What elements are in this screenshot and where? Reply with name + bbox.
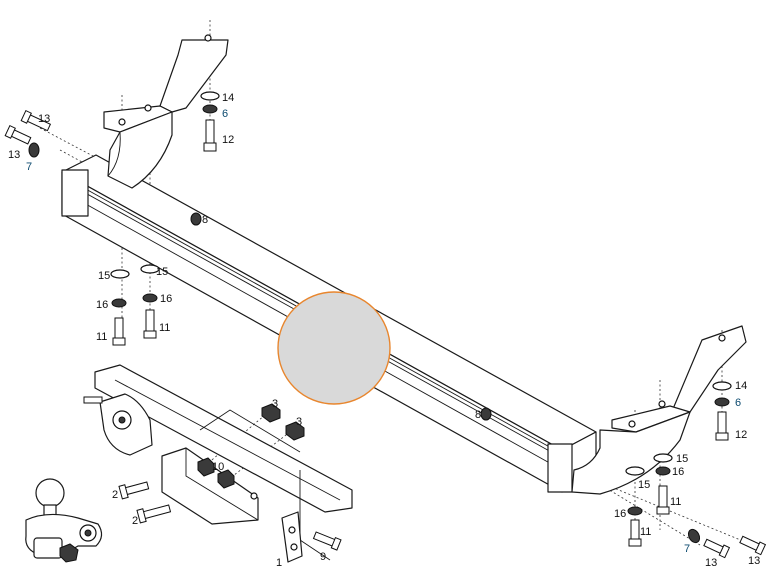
- lower-detail-assembly: [25, 364, 353, 563]
- label-16-a: 16: [96, 299, 108, 311]
- label-8-right: 8: [475, 409, 481, 421]
- label-6-right: 6: [735, 397, 741, 409]
- label-15-d: 15: [638, 479, 650, 491]
- label-7-right: 7: [684, 543, 690, 555]
- label-16-c: 16: [672, 466, 684, 478]
- washer-16-right-a: [655, 466, 671, 476]
- label-9: 9: [320, 551, 326, 563]
- bolt-12-top: [205, 119, 215, 147]
- left-hardware: [4, 91, 220, 346]
- label-13-top: 13: [38, 113, 50, 125]
- nut-3-b: [285, 421, 305, 441]
- nut-8-right: [480, 407, 492, 421]
- bolt-11-left-a: [114, 317, 124, 341]
- label-14-right: 14: [735, 380, 747, 392]
- label-13-right-b: 13: [748, 555, 760, 567]
- label-13-right-a: 13: [705, 557, 717, 569]
- bolt-12-right: [717, 411, 727, 437]
- bracket-1: [281, 511, 303, 563]
- part-number-labels: 13 13 7 14 6 12 8 15 15 16 16 11 11 3 3 …: [8, 92, 760, 569]
- washer-15-right-b: [625, 466, 645, 476]
- bolt-11-right-a: [658, 485, 668, 511]
- washer-6-top: [202, 104, 218, 114]
- label-3-b: 3: [296, 416, 302, 428]
- left-bracket: [103, 34, 229, 189]
- label-3-a: 3: [272, 398, 278, 410]
- nut-3-a: [261, 403, 281, 423]
- washer-6-right: [714, 397, 730, 407]
- washer-15-left-a: [110, 269, 130, 279]
- washer-15-left-b: [140, 264, 160, 274]
- right-hardware: [625, 381, 767, 559]
- label-12-right: 12: [735, 429, 747, 441]
- label-15-a: 15: [98, 270, 110, 282]
- label-11-b: 11: [159, 322, 170, 334]
- washer-16-left-b: [142, 293, 158, 303]
- label-6-top: 6: [222, 108, 228, 120]
- label-11-d: 11: [640, 526, 651, 538]
- tow-ball: [25, 478, 103, 563]
- washer-15-right-a: [653, 453, 673, 463]
- label-8-mid: 8: [202, 214, 208, 226]
- label-2-b: 2: [132, 515, 138, 527]
- washer-14-top: [200, 91, 220, 101]
- label-16-b: 16: [160, 293, 172, 305]
- label-11-c: 11: [670, 496, 681, 508]
- washer-7-left: [28, 142, 40, 158]
- washer-14-right: [712, 381, 732, 391]
- washer-7-right: [687, 528, 701, 544]
- label-10: 10: [212, 461, 224, 473]
- label-15-c: 15: [676, 453, 688, 465]
- nut-10: [197, 457, 215, 477]
- label-1: 1: [276, 557, 282, 569]
- label-15-b: 15: [156, 266, 168, 278]
- washer-16-left-a: [111, 298, 127, 308]
- label-2-a: 2: [112, 489, 118, 501]
- label-13-left: 13: [8, 149, 20, 161]
- washer-16-right-b: [627, 506, 643, 516]
- nut-8-left: [190, 212, 202, 226]
- bolt-11-left-b: [145, 309, 155, 335]
- label-14-top: 14: [222, 92, 234, 104]
- right-bracket: [571, 325, 747, 495]
- label-11-a: 11: [96, 331, 107, 343]
- image-placeholder-circle: [277, 291, 391, 405]
- label-7-left: 7: [26, 161, 32, 173]
- label-16-d: 16: [614, 508, 626, 520]
- label-12-top: 12: [222, 134, 234, 146]
